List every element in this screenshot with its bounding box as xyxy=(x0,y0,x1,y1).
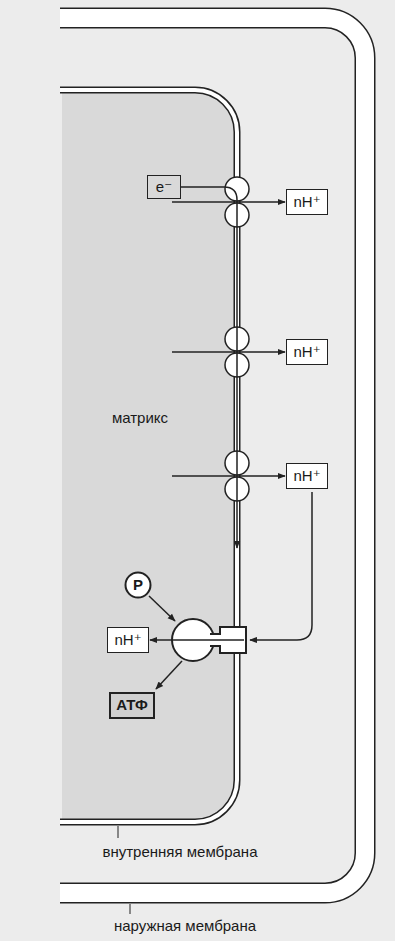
proton-inflow-arrow xyxy=(150,639,244,641)
label-text: матрикс xyxy=(112,409,168,426)
phosphate-arrow xyxy=(149,596,175,621)
proton-box: nH⁺ xyxy=(286,339,328,365)
proton-arrow xyxy=(172,351,285,353)
node-text: АТФ xyxy=(116,696,147,714)
proton-arrows xyxy=(172,202,312,640)
synthase-neck-edge xyxy=(210,645,221,647)
electron-flow-arrow xyxy=(181,187,237,548)
membrane-label: наружная мембрана xyxy=(114,917,256,935)
outer-membrane-fill xyxy=(60,18,365,893)
matrix-region xyxy=(62,90,237,822)
label-text: внутренняя мембрана xyxy=(103,843,258,860)
region-label: матрикс xyxy=(112,409,168,427)
label-text: наружная мембрана xyxy=(114,917,256,934)
proton-box: nH⁺ xyxy=(286,189,328,215)
atp-arrow xyxy=(156,661,182,689)
proton-box: nH⁺ xyxy=(286,463,328,489)
leader-line xyxy=(130,904,131,914)
proton-return-arrow xyxy=(250,492,312,640)
atp-box: АТФ xyxy=(109,692,155,719)
proton-arrow xyxy=(172,201,285,203)
inner-membrane-fill xyxy=(60,90,237,822)
node-text: e⁻ xyxy=(156,178,172,196)
outer-membrane xyxy=(60,18,365,893)
node-text: nH⁺ xyxy=(293,193,320,211)
node-text: nH⁺ xyxy=(293,343,320,361)
electron-box: e⁻ xyxy=(147,175,181,199)
phosphate-circle: P xyxy=(124,571,152,599)
inner-membrane xyxy=(60,90,237,822)
node-text: nH⁺ xyxy=(293,467,320,485)
circle-shape xyxy=(126,573,151,598)
proton-box: nH⁺ xyxy=(107,627,149,653)
membrane-label: внутренняя мембрана xyxy=(103,843,258,861)
node-text: nH⁺ xyxy=(114,631,141,649)
leader-line xyxy=(118,826,119,838)
synthase-neck-edge xyxy=(210,633,221,635)
proton-arrow xyxy=(172,475,285,477)
node-text: P xyxy=(133,576,143,594)
